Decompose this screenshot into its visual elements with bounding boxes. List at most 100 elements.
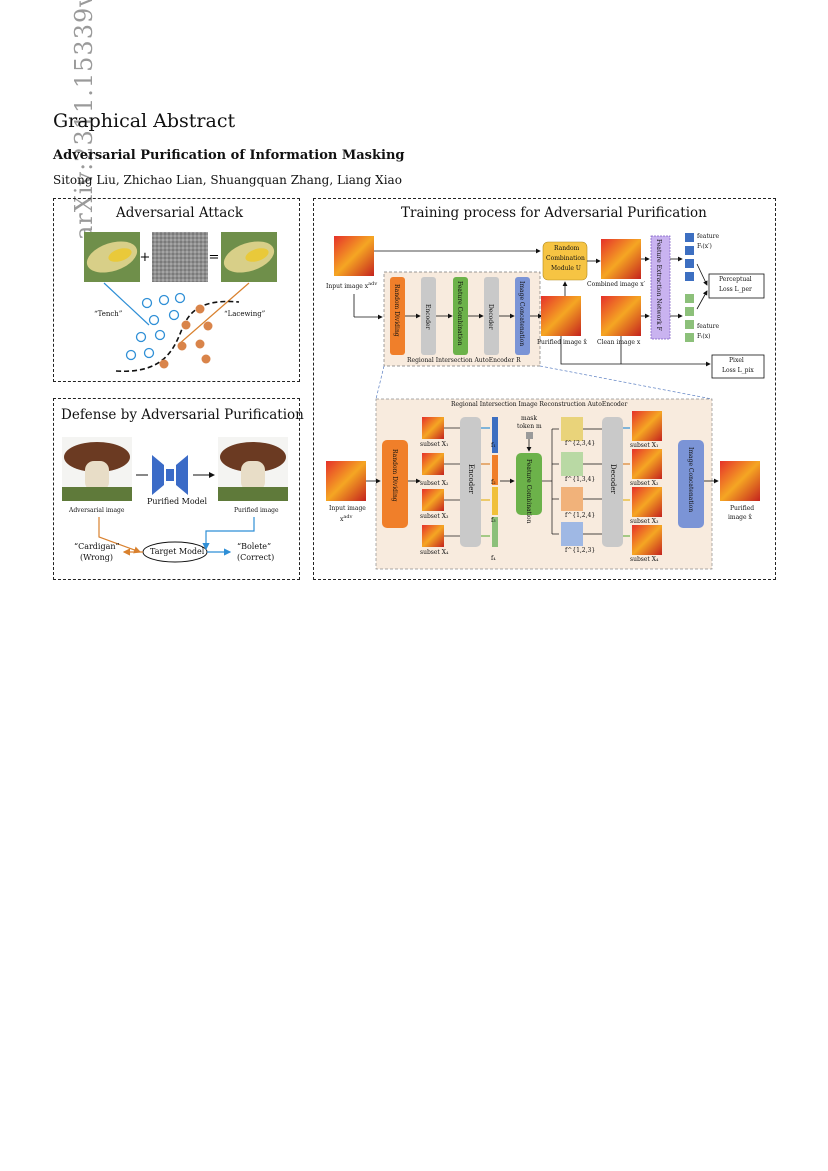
pixel-loss-line-1: Pixel [729,357,744,364]
detail-input-line-2: xadv [340,514,353,523]
equals-sign: = [209,250,220,265]
feature-label-1: f₁ [491,442,496,449]
subset-label-4: subset X₄ [420,549,449,556]
tench-label: “Tench” [94,310,123,318]
block-label-decoder: Decoder [487,304,494,330]
subset-label-2: subset X₂ [420,480,449,487]
feature-stack-top [685,233,694,281]
combo-label-4: f^{1,2,3} [565,547,596,554]
training-panel-title: Training process for Adversarial Purific… [401,205,707,221]
feature-label-3: f₃ [491,517,496,524]
detail-label-decoder: Decoder [609,464,617,494]
subset-images [422,417,444,547]
mask-token-square [526,432,533,439]
defense-panel-title: Defense by Adversarial Purification [61,407,304,423]
perturbation-noise-image [152,232,208,282]
plus-sign: + [140,250,151,265]
defense-diagram [62,437,288,563]
clean-flower-image [601,296,641,336]
detail-feature-combination [516,453,542,515]
clean-image-label: Clean image x [597,339,641,346]
attack-panel-title: Adversarial Attack [116,205,244,221]
reconstructed-subsets [632,411,662,555]
detail-encoder [460,417,481,547]
adversarial-arrow [178,282,250,345]
cardigan-label: “Cardigan” [74,542,120,551]
perceptual-loss-line-1: Perceptual [719,276,752,283]
block-label-random-dividing: Random Dividing [393,284,400,337]
input-flower-image [334,236,374,276]
block-image-concatenation [515,277,530,355]
detail-purified-image [720,461,760,501]
feature-bottom-line-2: Fᵢ(x) [697,333,711,340]
purified-model-icon [152,455,188,495]
feature-label-4: f₄ [491,555,496,562]
tench-class-points [125,292,186,361]
input-image-label: Input image xadv [326,281,378,290]
detail-image-concatenation [678,440,704,528]
clean-leaf-image [84,232,140,282]
module-u-line-2: Combination [546,255,585,262]
pixel-loss-box [711,354,765,379]
purified-image-label: Purified image [234,507,279,514]
detail-purified-line-1: Purified [730,505,755,512]
detail-label-random-dividing: Random Dividing [391,449,398,502]
block-label-image-concatenation: Image Concatenation [518,281,525,347]
block-label-encoder: Encoder [424,304,431,330]
block-encoder [421,277,436,355]
adversarial-mushroom-image [62,437,132,501]
detail-input-image [326,461,366,501]
purified-image-label: Purified image x̂ [537,339,587,346]
feature-extraction-network [650,235,671,340]
training-diagram [326,233,765,570]
adversarial-image-label: Adversarial image [69,507,125,514]
feature-bottom-line-1: feature [697,323,720,330]
training-panel: Training process for Adversarial Purific… [313,198,776,580]
block-random-dividing [390,277,405,355]
adversarial-leaf-image [221,232,277,282]
combo-label-3: f^{1,2,4} [565,512,596,519]
paper-title: Adversarial Purification of Information … [53,148,405,163]
feature-top-line-1: feature [697,233,720,240]
perceptual-loss-box [708,273,765,299]
block-label-feature-combination: Feature Combination [456,281,463,346]
feature-top-line-2: Fᵢ(x′) [697,243,712,250]
combined-flower-image [601,239,641,279]
attack-diagram: + = [84,232,277,372]
module-u-line-3: Module U [551,265,581,272]
recon-subset-label-4: subset X₄ [630,556,659,563]
block-feature-combination [453,277,468,355]
target-model-label: Target Model [150,547,205,556]
defense-panel: Defense by Adversarial Purification [53,398,304,580]
recon-subset-label-3: subset X₃ [630,518,659,525]
detail-label-encoder: Encoder [467,464,475,494]
purified-model-label: Purified Model [147,497,208,506]
feature-vectors [492,417,498,547]
detail-title: Regional Intersection Image Reconstructi… [451,401,628,408]
detail-random-dividing [382,440,408,528]
feature-extraction-label: Feature Extraction Network F [655,239,662,331]
perceptual-loss-line-2: Loss L_per [719,286,752,293]
feature-stack-bottom [685,294,694,342]
bolete-label: “Bolete” [237,542,272,551]
combined-feature-grids [561,417,583,546]
recon-subset-label-2: subset X₂ [630,480,659,487]
decision-boundary [115,300,240,372]
detail-label-image-concatenation: Image Concatenation [687,447,694,513]
riae-label: Regional Intersection AutoEncoder R [407,357,521,364]
detail-purified-line-2: image x̂ [728,514,752,521]
combo-label-1: f^{2,3,4} [565,440,596,447]
clean-arrow [103,282,150,326]
detail-input-line-1: Input image [329,505,366,512]
recon-subset-label-1: subset X₁ [630,442,659,449]
subset-label-3: subset X₃ [420,513,449,520]
subset-label-1: subset X₁ [420,441,449,448]
mask-token-line-2: token m [517,423,542,430]
combo-label-2: f^{1,3,4} [565,476,596,483]
detail-label-feature-combination: Feature Combination [525,459,532,524]
detail-decoder [602,417,623,547]
pixel-loss-line-2: Loss L_pix [722,367,754,374]
lacewing-label: “Lacewing” [224,310,266,318]
module-u-line-1: Random [554,245,580,252]
paper-authors: Sitong Liu, Zhichao Lian, Shuangquan Zha… [53,173,402,187]
